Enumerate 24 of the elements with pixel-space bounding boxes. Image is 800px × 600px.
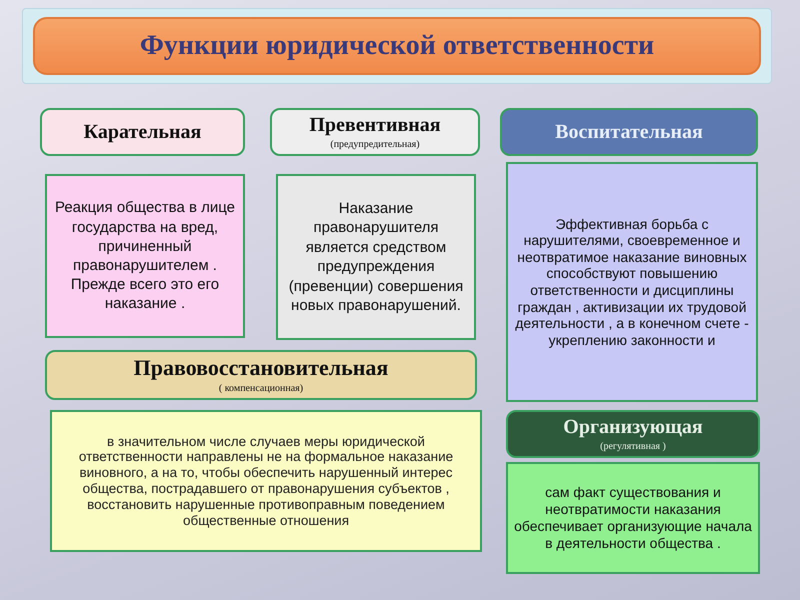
description-text: Наказание правонарушителя является средством предупреждения (превенции) совершения новых правонарушений. (288, 198, 464, 316)
description-text: сам факт существования и неотвратимости наказания обеспечивает организующие начала в деятельности общества . (513, 484, 753, 552)
function-subtitle: ( компенсационная) (218, 383, 304, 394)
description-text: в значительном числе случаев меры юридической ответственности направлены не на формальное наказание виновного, а на то, чтобы обеспечить нарушенный интерес общества, пострадавшего от правонарушения субъектов , восстановить нарушенные противоправным поведением общественные отношения (78, 434, 454, 528)
function-header (506, 410, 760, 458)
description-box (45, 174, 245, 338)
description-box (276, 174, 476, 340)
description-box (50, 410, 482, 552)
function-header (500, 108, 758, 156)
title-banner: Функции юридической ответственности (33, 17, 761, 75)
function-title: Карательная (84, 121, 202, 143)
function-title: Организующая (563, 416, 703, 438)
function-header (270, 108, 480, 156)
description-box (506, 162, 758, 402)
function-title: Воспитательная (555, 121, 703, 143)
function-header (40, 108, 245, 156)
function-subtitle: (предупредительная) (330, 139, 420, 150)
description-box (506, 462, 760, 574)
function-header (45, 350, 477, 400)
function-title: Превентивная (309, 114, 441, 136)
description-text: Реакция общества в лице государства на вред, причиненный правонарушителем . Прежде всего это его наказание . (54, 198, 236, 314)
function-title: Правовосстановительная (134, 356, 388, 380)
description-text: Эффективная борьба с нарушителями, своевременное и неотвратимое наказание виновных способствуют повышению ответственности и дисциплины граждан , активизации их трудовой деятельности , а в конечном счете - укреплению законности и (514, 216, 750, 348)
function-subtitle: (регулятивная ) (600, 441, 666, 452)
